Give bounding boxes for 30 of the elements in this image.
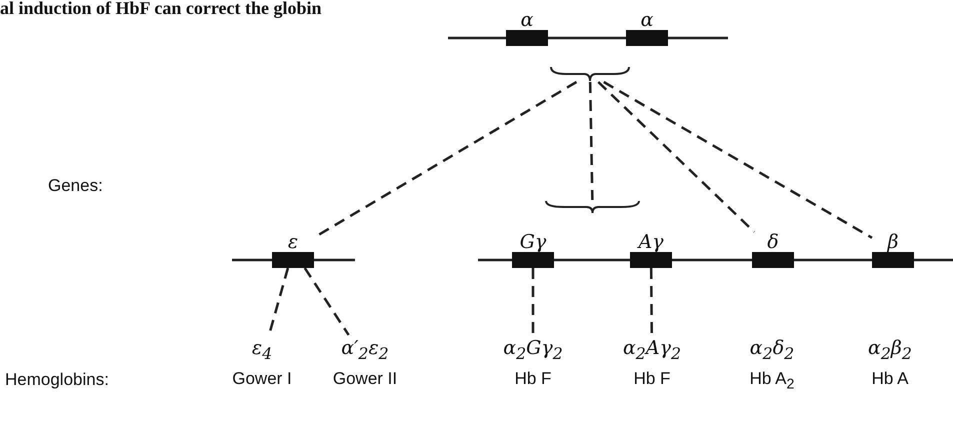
dashed-line <box>650 268 654 336</box>
gene-label: β <box>888 232 898 252</box>
gene-label: α <box>640 10 654 30</box>
row-label: Hemoglobins: <box>5 370 109 390</box>
dashed-line <box>304 267 350 336</box>
gene-label: Aγ <box>638 232 664 252</box>
hemoglobin-formula: α$_{2}$Gγ$_{2}$ <box>503 336 563 365</box>
row-label: Genes: <box>48 176 103 196</box>
hemoglobin-formula: α′$_{2}$ε$_{2}$ <box>341 336 389 365</box>
hemoglobin-name: Gower II <box>332 368 398 390</box>
hemoglobin-formula: α$_{2}$β$_{2}$ <box>868 336 912 365</box>
gene-label: α <box>520 10 534 30</box>
gene-label: δ <box>767 232 779 252</box>
dashed-line <box>588 82 594 200</box>
hemoglobin-name: Hb F <box>634 368 670 390</box>
hemoglobin-formula: α$_{2}$Aγ$_{2}$ <box>622 336 682 365</box>
hemoglobin-name: Gower I <box>232 368 292 390</box>
hemoglobin-name: Hb A <box>872 368 908 390</box>
hemoglobin-name: Hb F <box>514 368 552 390</box>
hemoglobin-formula: ε$_{4}$ <box>252 336 272 365</box>
gene-label: Gγ <box>520 232 546 252</box>
dashed-line <box>597 81 756 233</box>
sentence-text: al induction of HbF can correct the globin <box>0 0 322 18</box>
dashed-line <box>603 80 873 239</box>
curly-brace <box>545 200 640 214</box>
dashed-line <box>532 268 534 335</box>
hemoglobin-name: Hb A$_{2}$ <box>750 368 794 394</box>
hemoglobin-formula: α$_{2}$δ$_{2}$ <box>750 336 794 365</box>
gene-label: ε <box>288 232 298 252</box>
curly-brace <box>550 66 630 82</box>
